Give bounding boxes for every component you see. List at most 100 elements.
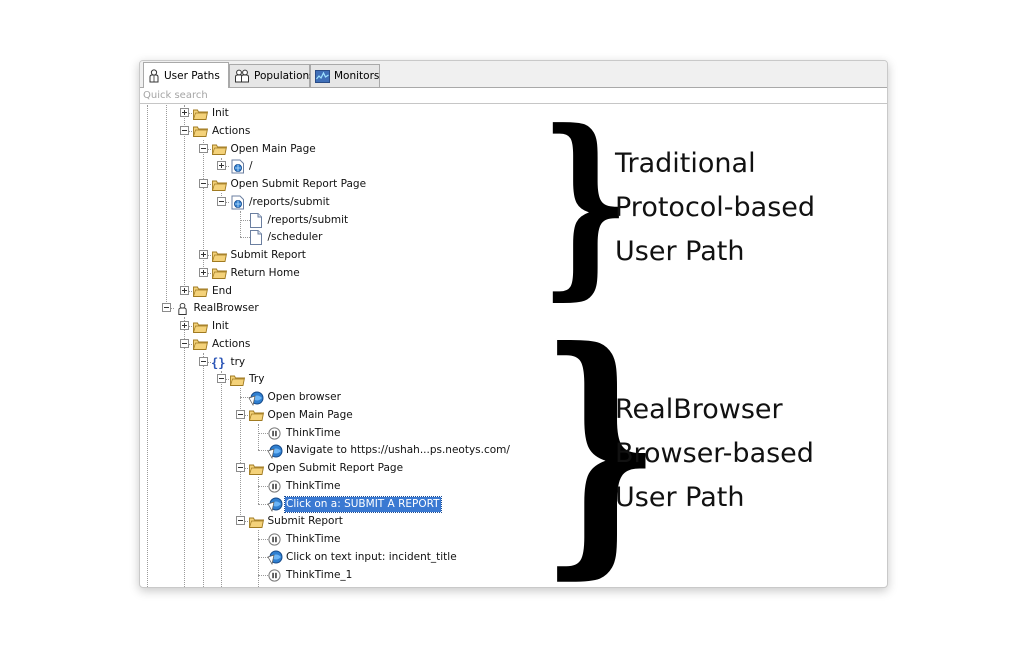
tree-node[interactable]: /reports/submit [140,194,880,211]
collapse-toggle[interactable] [180,125,189,135]
tree-node[interactable]: Open Submit Report Page [140,176,880,193]
web-page-icon [229,194,246,211]
tree-node-label: Open Submit Report Page [267,462,404,474]
tree-guide-line [258,423,259,451]
expand-toggle[interactable] [217,161,226,171]
tree-node[interactable]: Return Home [140,265,880,282]
expand-toggle[interactable] [180,108,189,117]
folder-icon [192,283,209,300]
curly-brace-realbrowser: } [540,293,662,601]
population-icon [234,69,250,83]
quick-search-input[interactable] [140,88,887,104]
tree-node[interactable]: Actions [140,336,880,353]
tree-node[interactable]: RealBrowser [140,300,880,317]
tree-node-label: Open browser [267,391,341,403]
tree-node[interactable]: ThinkTime [140,478,880,495]
tree-node[interactable]: ThinkTime_1 [140,567,880,584]
tree-node-label: /reports/submit [267,213,349,226]
expand-toggle[interactable] [180,285,189,295]
folder-icon [211,265,228,282]
tree-node[interactable]: / [140,158,880,175]
tree-node[interactable]: ThinkTime [140,425,880,442]
collapse-toggle[interactable] [235,463,245,472]
collapse-toggle[interactable] [217,374,226,384]
tree-node-label: Open Main Page [267,408,353,421]
tree-node-label: Init [212,320,229,332]
tree-node[interactable]: Navigate to https://ushah...ps.neotys.co… [140,442,880,459]
tab-label: Populations [254,70,315,82]
expand-toggle[interactable] [180,321,189,330]
tree-connector [258,432,270,434]
tree-node[interactable]: Submit Report [140,513,880,530]
tree-node[interactable]: Open Main Page [140,407,880,424]
tree-connector [258,503,270,505]
tree-node[interactable]: Open Submit Report Page [140,460,880,477]
collapse-toggle[interactable] [198,179,208,188]
tree-guide-line [258,530,259,587]
annotation-line: Traditional [615,148,756,179]
folder-icon [192,105,209,122]
tree-node-label: /reports/submit [249,195,330,208]
tree-node-label: ThinkTime_1 [286,568,353,581]
tree-node[interactable]: {}try [140,354,880,371]
curly-brace-traditional: } [540,88,631,318]
tree-node[interactable]: Actions [140,123,880,140]
folder-icon [192,336,209,353]
tree-node-label: ThinkTime [286,426,341,439]
tab-bar: User Paths Populations Monitors [140,61,887,88]
tab-label: Monitors [334,70,380,82]
tree-node[interactable]: Open browser [140,389,880,406]
tree-guide-line [221,370,222,587]
tree-guide-line [184,317,185,587]
tree-node[interactable]: ThinkTime [140,531,880,548]
folder-icon [248,407,265,424]
tree-node[interactable]: /reports/submit [140,212,880,229]
tree-node[interactable]: Click on text input: incident_title [140,549,880,566]
tree-connector [258,574,270,576]
tree-node[interactable]: End [140,283,880,300]
tree-node[interactable]: /scheduler [140,229,880,246]
pause-icon [266,478,283,495]
browser-action-icon [266,442,283,459]
tree-node[interactable]: Init [140,318,880,335]
expand-toggle[interactable] [198,250,208,259]
folder-icon [248,513,265,530]
collapse-toggle[interactable] [235,409,245,419]
tree-node-label: Click on a: SUBMIT A REPORT [284,495,442,513]
folder-icon [211,141,228,158]
folder-icon [211,176,228,193]
collapse-toggle[interactable] [161,303,171,313]
tree-node-label: Submit Report [230,249,306,261]
collapse-toggle[interactable] [217,196,226,206]
pause-icon [266,425,283,442]
tree-guide-line [258,477,259,504]
tree-guide-line [202,352,204,587]
tree-node[interactable]: Init [140,105,880,122]
collapse-toggle[interactable] [198,143,208,153]
tree-node-label: Init [212,107,229,119]
tree-connector [239,237,252,239]
collapse-toggle[interactable] [198,356,208,366]
tree-node[interactable]: Click on a: SUBMIT A REPORT [140,495,880,513]
tree-guide-line [202,139,204,273]
folder-icon [192,318,209,335]
user-icon [174,300,191,317]
tab-populations[interactable]: Populations [229,64,315,87]
tree-node-label: Return Home [230,266,300,279]
browser-action-icon [266,496,283,513]
tree-node[interactable]: Open Main Page [140,141,880,158]
expand-toggle[interactable] [198,267,208,277]
tab-monitors[interactable]: Monitors [310,64,380,87]
folder-icon [192,123,209,140]
annotation-line: RealBrowser [615,394,783,425]
document-icon [248,229,265,246]
tree-node-label: Open Submit Report Page [230,178,367,190]
tab-user-paths[interactable]: User Paths [143,62,229,88]
tree-node[interactable]: Submit Report [140,247,880,264]
tree-node[interactable]: Try [140,371,880,388]
tree-node-label: Try [249,373,265,386]
tree-guide-line [147,105,148,587]
tree-guide-line [239,388,241,522]
collapse-toggle[interactable] [180,338,189,348]
collapse-toggle[interactable] [235,516,245,526]
